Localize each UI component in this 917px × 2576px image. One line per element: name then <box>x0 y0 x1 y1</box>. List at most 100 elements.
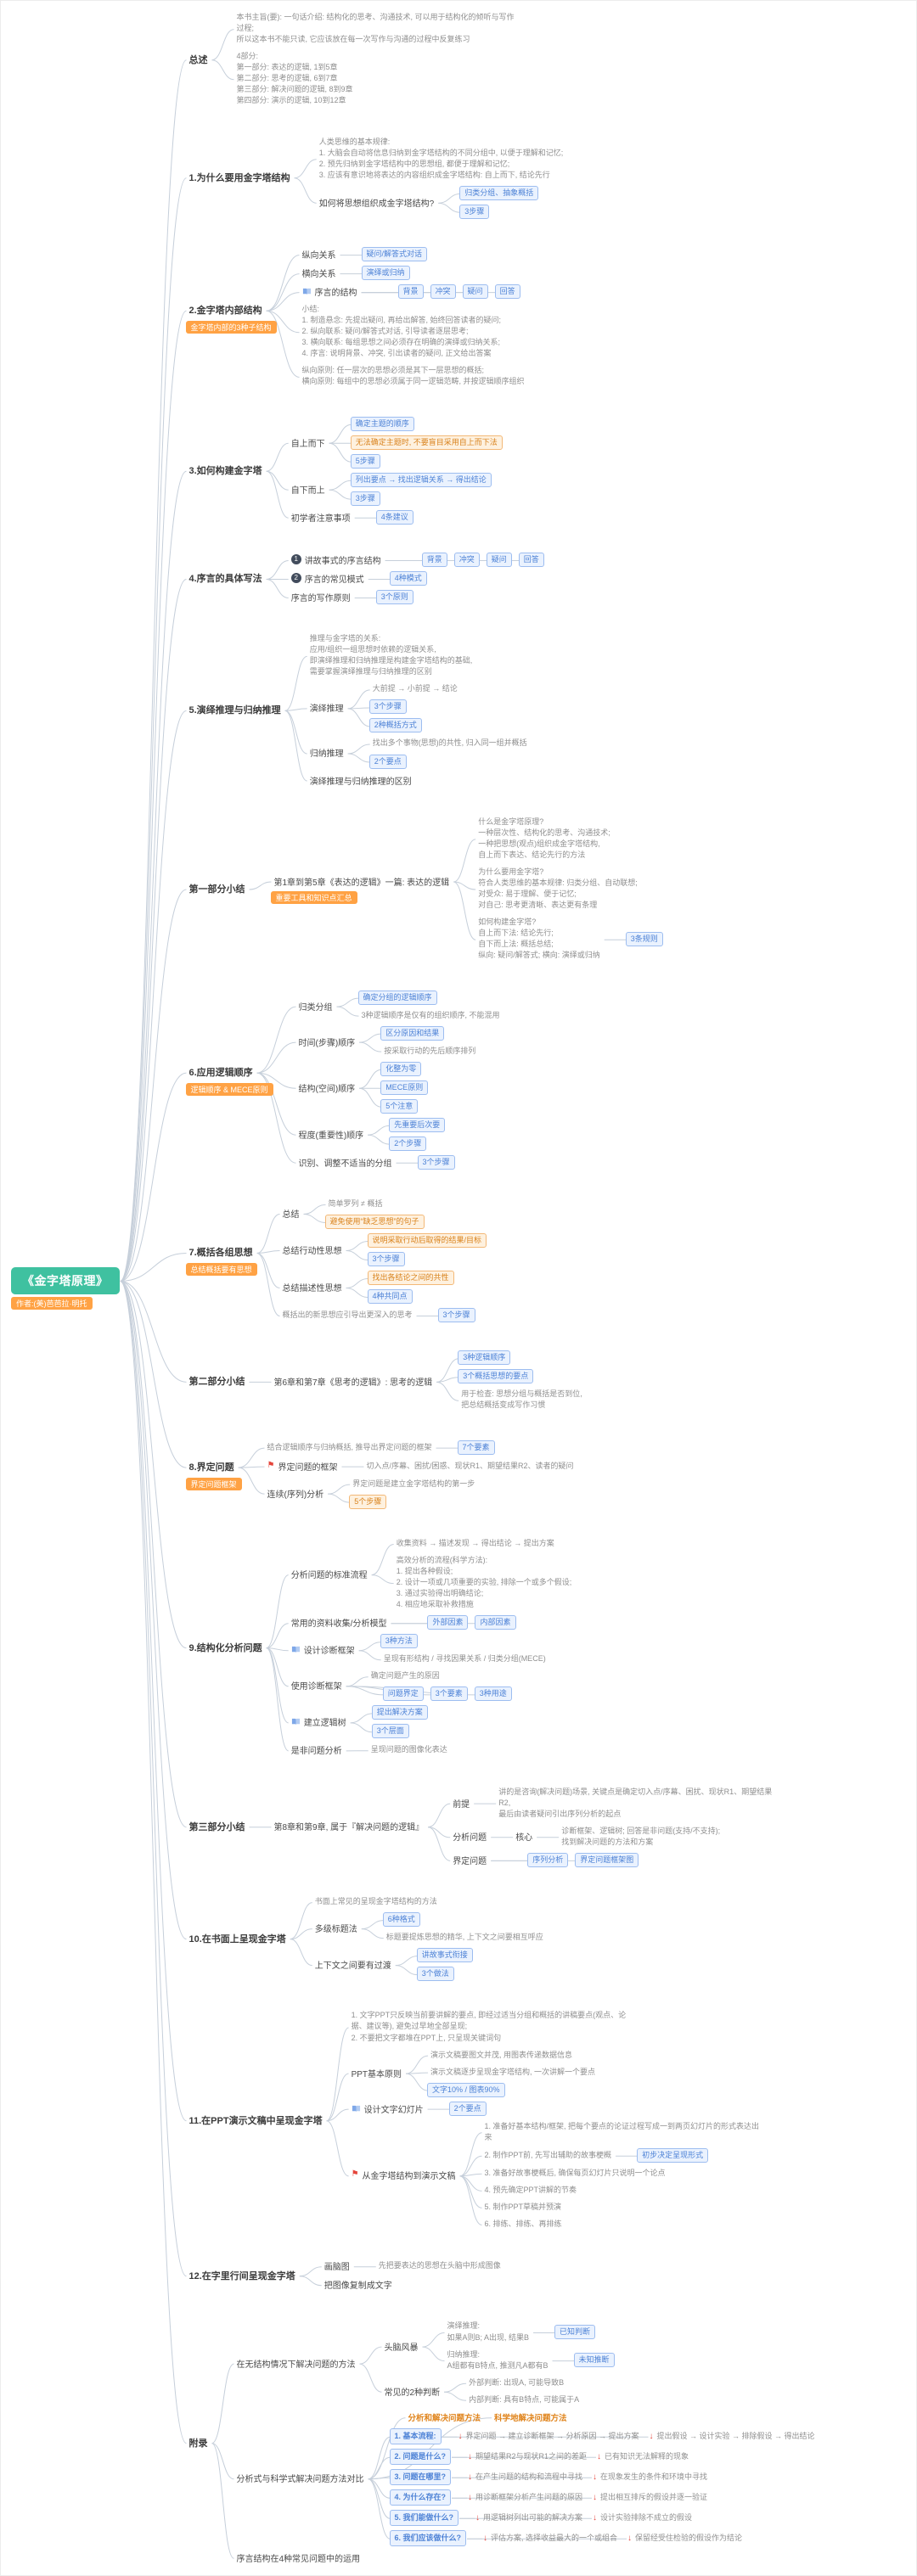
mindmap-node[interactable]: 总结 <box>279 1206 303 1221</box>
branch-topic[interactable]: 附录 <box>186 2434 211 2451</box>
mindmap-node[interactable]: 分析问题的标准流程 <box>288 1567 371 1581</box>
mindmap-node[interactable]: 常见的2种判断 <box>381 2384 444 2399</box>
note-node[interactable]: 标题要提炼思想的精华, 上下文之间要相互呼应 <box>383 1931 547 1944</box>
tag-pill[interactable]: 2种概括方式 <box>368 718 422 733</box>
tag-pill[interactable]: 3个概括思想的要点 <box>458 1369 534 1384</box>
branch-topic[interactable]: 12.在字里行间呈现金字塔 <box>186 2267 299 2284</box>
mindmap-node[interactable]: 纵向关系 <box>299 247 340 261</box>
tag-pill[interactable]: 疑问/解答式对话 <box>361 247 428 262</box>
mindmap-node[interactable]: 序言的写作原则 <box>288 590 354 604</box>
tag-pill[interactable]: 3个步骤 <box>368 699 407 715</box>
tag-pill[interactable]: 回答 <box>494 284 520 300</box>
tag-pill[interactable]: 找出各结论之间的共性 <box>367 1271 454 1285</box>
note-node[interactable]: 高效分析的流程(科学方法): 1. 提出各种假设; 2. 设计一项或几项重要的实… <box>393 1554 576 1611</box>
branch-topic[interactable]: 第三部分小结 <box>186 1818 249 1835</box>
tag-pill[interactable]: 2个步骤 <box>389 1136 427 1151</box>
tag-pill[interactable]: 3步骤 <box>459 204 490 219</box>
branch-topic[interactable]: 10.在书面上呈现金字塔 <box>186 1930 290 1947</box>
note-node[interactable]: 6. 排练、排练、再排练 <box>481 2218 565 2231</box>
mindmap-node[interactable]: 设计诊断框架 <box>288 1642 358 1657</box>
mindmap-node[interactable]: 自上而下 <box>288 435 329 450</box>
tag-pill[interactable]: 冲突 <box>430 284 456 300</box>
note-node[interactable]: 呈现问题的图像化表达 <box>368 1743 451 1756</box>
note-node[interactable]: 确定问题产生的原因 <box>368 1670 443 1682</box>
note-node[interactable]: 演绎推理: 如果A则B; A出现, 结果B <box>444 2320 533 2343</box>
tag-pill[interactable]: 7个要素 <box>457 1440 495 1455</box>
branch-topic[interactable]: 8.界定问题 <box>186 1458 238 1475</box>
note-node[interactable]: 概括出的新思想应引导出更深入的思考 <box>279 1309 416 1322</box>
branch-topic[interactable]: 第一部分小结 <box>186 880 249 897</box>
mindmap-node[interactable]: 在无结构情况下解决问题的方法 <box>233 2356 359 2371</box>
note-node[interactable]: 1. 准备好基本结构/框架, 把每个要点的论证过程写成一到两页幻灯片的形式表达出… <box>481 2120 768 2144</box>
mindmap-node[interactable]: 常用的资料收集/分析模型 <box>288 1615 391 1630</box>
mindmap-node[interactable]: 画脑图 <box>321 2259 353 2273</box>
mindmap-node[interactable]: 初学者注意事项 <box>288 510 354 525</box>
tag-pill[interactable]: 外部因素 <box>427 1615 469 1630</box>
note-node[interactable]: 2. 制作PPT前, 先写出辅助的故事梗概 <box>481 2149 616 2162</box>
mindmap-node[interactable]: 头脑风暴 <box>381 2339 422 2354</box>
tag-pill[interactable]: 背景 <box>421 552 447 567</box>
tag-pill[interactable]: 3种方法 <box>380 1634 418 1649</box>
answer-node[interactable]: ↓提出假设 → 设计实验 → 排除假设 → 得出结论 <box>648 2430 817 2443</box>
mindmap-node[interactable]: 归类分组 <box>295 999 336 1013</box>
tag-pill[interactable]: 5步骤 <box>350 453 380 469</box>
tag-pill[interactable]: 问题界定 <box>382 1686 424 1702</box>
note-node[interactable]: 收集资料 → 描述发现 → 得出结论 → 提出方案 <box>393 1537 558 1550</box>
branch-topic[interactable]: 2.金字塔内部结构 <box>186 301 266 318</box>
question-node[interactable]: 1. 基本流程: <box>389 2427 442 2444</box>
tag-pill[interactable]: 3个要素 <box>430 1686 468 1702</box>
tag-pill[interactable]: 4种模式 <box>389 570 427 586</box>
tag-pill[interactable]: 3种用途 <box>474 1686 512 1702</box>
tag-pill[interactable]: 讲故事式衔接 <box>416 1948 473 1963</box>
answer-node[interactable]: ↓评估方案, 选择收益最大的一个或组合 <box>481 2532 619 2545</box>
mindmap-node[interactable]: 序言结构在4种常见问题中的运用 <box>233 2551 364 2565</box>
tag-pill[interactable]: 3个步骤 <box>417 1154 455 1170</box>
note-node[interactable]: 演示文稿逐步呈现金字塔结构, 一次讲解一个要点 <box>427 2066 599 2079</box>
mindmap-node[interactable]: 分析问题 <box>449 1829 490 1844</box>
answer-node[interactable]: ↓提出相互排斥的假设并逐一验证 <box>591 2491 709 2504</box>
tag-pill[interactable]: 提出解决方案 <box>371 1705 428 1720</box>
note-node[interactable]: 结合逻辑顺序与归纳概括, 推导出界定问题的框架 <box>264 1441 436 1454</box>
mindmap-node[interactable]: 总结行动性思想 <box>279 1243 346 1257</box>
tag-pill[interactable]: 疑问 <box>486 552 512 567</box>
note-node[interactable]: 人类思维的基本规律: 1. 大脑会自动将信息归纳到金字塔结构的不同分组中, 以便… <box>316 136 567 182</box>
tag-pill[interactable]: 先重要后次要 <box>389 1117 446 1132</box>
branch-topic[interactable]: 总述 <box>186 51 211 68</box>
mindmap-node[interactable]: 连续(序列)分析 <box>264 1486 328 1501</box>
note-node[interactable]: 为什么要用金字塔? 符合人类思维的基本规律: 归类分组、自动联想; 对受众: 易… <box>475 866 641 912</box>
tag-pill[interactable]: 初步决定呈现形式 <box>637 2147 709 2163</box>
tag-pill[interactable]: 5个注意 <box>380 1098 419 1114</box>
note-node[interactable]: 5. 制作PPT草稿并预演 <box>481 2201 565 2214</box>
answer-node[interactable]: ↓期望结果R2与现状R1之间的差距 <box>466 2450 588 2463</box>
tag-pill[interactable]: 3个层面 <box>371 1724 409 1739</box>
mindmap-node[interactable]: 结构(空间)顺序 <box>295 1080 359 1095</box>
note-node[interactable]: 大前提 → 小前提 → 结论 <box>369 682 461 695</box>
mindmap-node[interactable]: 核心 <box>512 1829 536 1844</box>
note-node[interactable]: 4部分: 第一部分: 表达的逻辑, 1到5章 第二部分: 思考的逻辑, 6到7章… <box>233 50 357 107</box>
answer-node[interactable]: ↓用诊断框架分析产生问题的原因 <box>466 2491 584 2504</box>
column-header[interactable]: 分析和解决问题方法 <box>405 2410 485 2424</box>
note-node[interactable]: 简单罗列 ≠ 概括 <box>325 1198 386 1210</box>
question-node[interactable]: 4. 为什么存在? <box>389 2489 452 2506</box>
mindmap-node[interactable]: 序言的结构 <box>299 284 361 299</box>
tag-pill[interactable]: 化整为零 <box>380 1061 422 1076</box>
mindmap-node[interactable]: 上下文之间要有过渡 <box>312 1957 395 1972</box>
answer-node[interactable]: ↓已有知识无法解释的现象 <box>595 2450 690 2463</box>
tag-pill[interactable]: 无法确定主题时, 不要盲目采用自上而下法 <box>350 435 503 450</box>
tag-pill[interactable]: 确定分组的逻辑顺序 <box>357 990 437 1005</box>
tag-pill[interactable]: 3步骤 <box>350 491 380 506</box>
mindmap-node[interactable]: 把图像复制成文字 <box>321 2277 396 2292</box>
tag-pill[interactable]: 2个要点 <box>368 754 407 769</box>
branch-topic[interactable]: 第二部分小结 <box>186 1372 249 1389</box>
tag-pill[interactable]: 4种共同点 <box>367 1289 413 1304</box>
note-node[interactable]: 切入点/序幕、困扰/困惑、现状R1、期望结果R2、读者的疑问 <box>363 1460 577 1473</box>
question-node[interactable]: 3. 问题在哪里? <box>389 2468 452 2485</box>
note-node[interactable]: 推理与金字塔的关系: 应用/组织一组思想时依赖的逻辑关系, 即演绎推理和归纳推理… <box>307 632 476 678</box>
mindmap-node[interactable]: PPT基本原则 <box>348 2066 405 2080</box>
mindmap-node[interactable]: ⚑界定问题的框架 <box>264 1459 341 1473</box>
tag-pill[interactable]: 演绎或归纳 <box>361 266 410 281</box>
tag-pill[interactable]: 疑问 <box>462 284 488 300</box>
question-node[interactable]: 5. 我们能做什么? <box>389 2509 459 2526</box>
mindmap-node[interactable]: 建立逻辑树 <box>288 1715 350 1729</box>
tag-pill[interactable]: 界定问题框架图 <box>575 1852 639 1867</box>
